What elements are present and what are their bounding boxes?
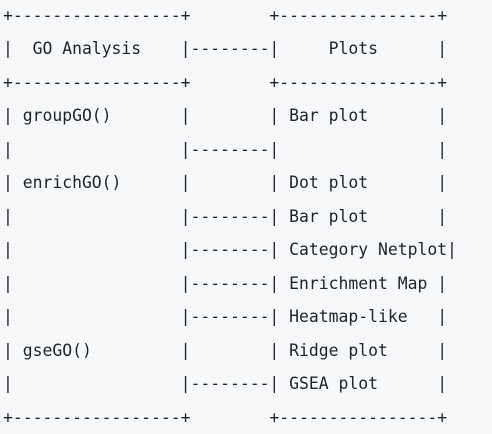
row-enrichgo: | enrichGO() | | Dot plot |: [3, 173, 448, 192]
row-bar-plot: | |--------| Bar plot |: [3, 207, 448, 226]
row-gsea-plot: | |--------| GSEA plot |: [3, 374, 448, 393]
header-separator: +-----------------+ +----------------+: [3, 73, 448, 92]
header-row: | GO Analysis |--------| Plots |: [3, 39, 448, 58]
box-bottom-border: +-----------------+ +----------------+: [3, 408, 448, 427]
row-groupgo: | groupGO() | | Bar plot |: [3, 106, 448, 125]
row-gsego: | gseGO() | | Ridge plot |: [3, 341, 448, 360]
box-top-border: +-----------------+ +----------------+: [3, 6, 448, 25]
row-category-netplot: | |--------| Category Netplot|: [3, 240, 457, 259]
row-heatmap-like: | |--------| Heatmap-like |: [3, 307, 448, 326]
row-connector: | |--------| |: [3, 140, 448, 159]
row-enrichment-map: | |--------| Enrichment Map |: [3, 274, 448, 293]
